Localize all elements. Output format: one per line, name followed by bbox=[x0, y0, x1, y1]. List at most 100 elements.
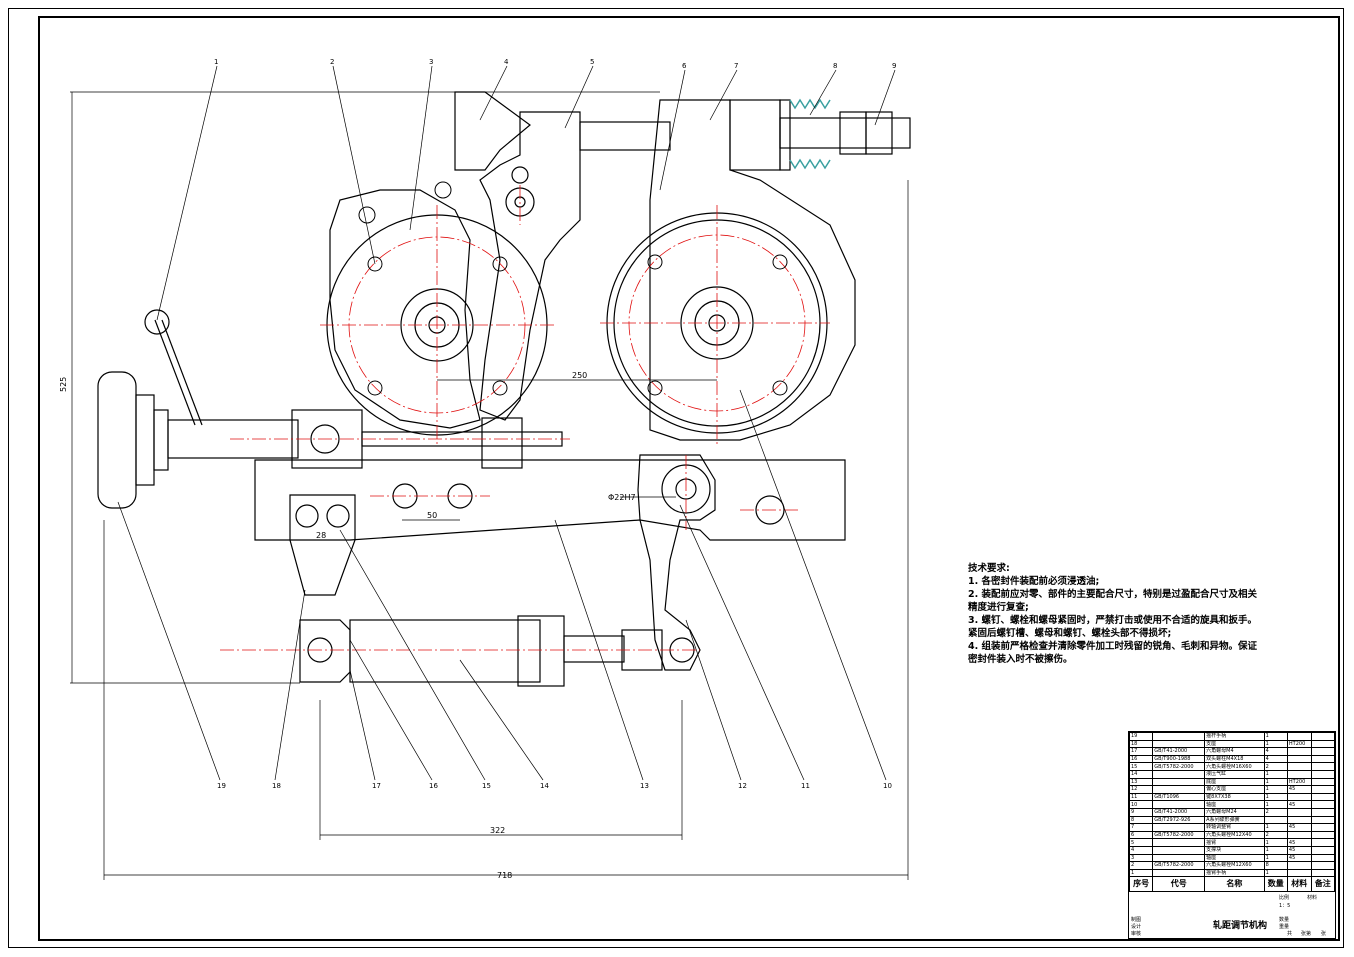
bom-cell-qty: 1 bbox=[1263, 823, 1288, 832]
dim-22h7: Φ22H7 bbox=[608, 493, 636, 502]
balloon-leader bbox=[685, 619, 742, 781]
balloon-leader bbox=[479, 65, 508, 121]
bom-cell-remark bbox=[1310, 800, 1336, 809]
bom-cell-code: GB/T5782-2000 bbox=[1152, 830, 1206, 840]
dim-322: 322 bbox=[490, 826, 505, 835]
bom-cell-name: 六角头螺栓M16X60 bbox=[1204, 762, 1265, 771]
piston-rod bbox=[563, 635, 625, 663]
bom-cell-name: 键8X7X38 bbox=[1204, 792, 1265, 802]
bom-header-code: 代号 bbox=[1152, 876, 1206, 893]
bom-cell-no: 13 bbox=[1128, 777, 1154, 787]
support-18 bbox=[289, 494, 356, 596]
bom-cell-material bbox=[1286, 815, 1312, 825]
bom-cell-code bbox=[1152, 777, 1206, 787]
bom-cell-qty: 1 bbox=[1263, 769, 1288, 779]
bom-cell-remark bbox=[1310, 845, 1336, 855]
bom-cell-no: 16 bbox=[1128, 754, 1154, 764]
bom-cell-qty: 1 bbox=[1263, 868, 1288, 878]
balloon-number: 2 bbox=[330, 58, 334, 66]
balloon-number: 4 bbox=[504, 58, 509, 66]
bom-cell-name: 支座 bbox=[1204, 739, 1265, 749]
disc-spring-top bbox=[789, 98, 831, 110]
bom-cell-code bbox=[1152, 845, 1206, 855]
bom-cell-code bbox=[1152, 838, 1206, 847]
requirement-2: 2. 装配前应对零、部件的主要配合尺寸，特别是过盈配合尺寸及相关精度进行复查; bbox=[968, 589, 1258, 613]
bom-cell-remark bbox=[1310, 769, 1336, 779]
balloon-leader bbox=[339, 529, 486, 781]
designer-label: 设计 bbox=[1131, 924, 1142, 930]
balloon-leader bbox=[349, 639, 433, 781]
bom-cell-code bbox=[1152, 739, 1206, 749]
bom-cell-remark bbox=[1310, 815, 1336, 825]
bom-cell-material bbox=[1286, 769, 1312, 779]
bom-cell-qty: 2 bbox=[1263, 807, 1288, 817]
disc-spring-bottom bbox=[789, 158, 831, 170]
bom-cell-qty: 4 bbox=[1263, 747, 1288, 756]
bom-cell-no: 18 bbox=[1128, 739, 1154, 749]
bom-cell-material bbox=[1286, 868, 1312, 878]
bom-cell-name: 六角螺母M4 bbox=[1204, 747, 1265, 756]
requirements-heading: 技术要求: bbox=[968, 563, 1010, 574]
balloon-number: 3 bbox=[429, 58, 433, 66]
bom-cell-no: 4 bbox=[1128, 845, 1154, 855]
tie-rod bbox=[579, 121, 671, 151]
bom-cell-name: 摇臂 bbox=[1204, 838, 1265, 847]
bom-cell-code bbox=[1152, 868, 1206, 878]
bom-cell-material bbox=[1286, 861, 1312, 870]
bom-cell-code: GB/T1096 bbox=[1152, 792, 1206, 802]
bom-header-qty: 数量 bbox=[1263, 876, 1288, 893]
bom-cell-material: 45 bbox=[1286, 845, 1312, 855]
left-housing bbox=[329, 189, 481, 429]
bom-cell-name: 转轴调整臂 bbox=[1204, 823, 1265, 832]
bom-cell-remark bbox=[1310, 868, 1336, 878]
bom-cell-material bbox=[1286, 830, 1312, 840]
balloon-number: 16 bbox=[429, 782, 438, 790]
technical-requirements: 技术要求: 1. 各密封件装配前必须浸透油; 2. 装配前应对零、部件的主要配合… bbox=[968, 562, 1258, 666]
bom-cell-qty: 8 bbox=[1263, 861, 1288, 870]
bom-cell-remark bbox=[1310, 838, 1336, 847]
cylinder-body bbox=[349, 619, 541, 683]
slider-block bbox=[481, 417, 523, 469]
bom-cell-no: 2 bbox=[1128, 861, 1154, 870]
bom-cell-remark bbox=[1310, 777, 1336, 787]
bom-cell-remark bbox=[1310, 785, 1336, 794]
dim-50: 50 bbox=[427, 511, 437, 520]
bom-cell-code bbox=[1152, 800, 1206, 809]
balloon-leader bbox=[459, 659, 544, 781]
dim-28: 28 bbox=[316, 531, 326, 540]
qty-label: 数量 bbox=[1279, 917, 1290, 923]
bom-cell-no: 7 bbox=[1128, 823, 1154, 832]
scale-label: 比例 bbox=[1279, 895, 1290, 901]
bom-cell-material: HT200 bbox=[1286, 777, 1312, 787]
bom-cell-name: 支撑块 bbox=[1204, 845, 1265, 855]
bom-header-name: 名称 bbox=[1204, 876, 1265, 893]
bom-cell-name: 底座 bbox=[1204, 777, 1265, 787]
balloon-leader bbox=[739, 389, 887, 781]
bom-cell-remark bbox=[1310, 739, 1336, 749]
bom-cell-material: 45 bbox=[1286, 800, 1312, 809]
bom-cell-no: 12 bbox=[1128, 785, 1154, 794]
bom-cell-no: 14 bbox=[1128, 769, 1154, 779]
bom-cell-no: 10 bbox=[1128, 800, 1154, 809]
bom-cell-remark bbox=[1310, 754, 1336, 764]
bom-cell-no: 5 bbox=[1128, 838, 1154, 847]
balloon-number: 13 bbox=[640, 782, 649, 790]
bom-cell-qty: 1 bbox=[1263, 732, 1288, 741]
bom-cell-no: 11 bbox=[1128, 792, 1154, 802]
bom-cell-qty: 1 bbox=[1263, 845, 1288, 855]
right-housing bbox=[649, 99, 856, 441]
bom-cell-no: 15 bbox=[1128, 762, 1154, 771]
balloon-leader bbox=[554, 519, 644, 781]
bom-cell-material: 45 bbox=[1286, 785, 1312, 794]
bom-cell-no: 9 bbox=[1128, 807, 1154, 817]
bom-header: 序号 代号 名称 数量 材料 备注 bbox=[1128, 876, 1336, 893]
balloon-leader bbox=[274, 589, 306, 781]
